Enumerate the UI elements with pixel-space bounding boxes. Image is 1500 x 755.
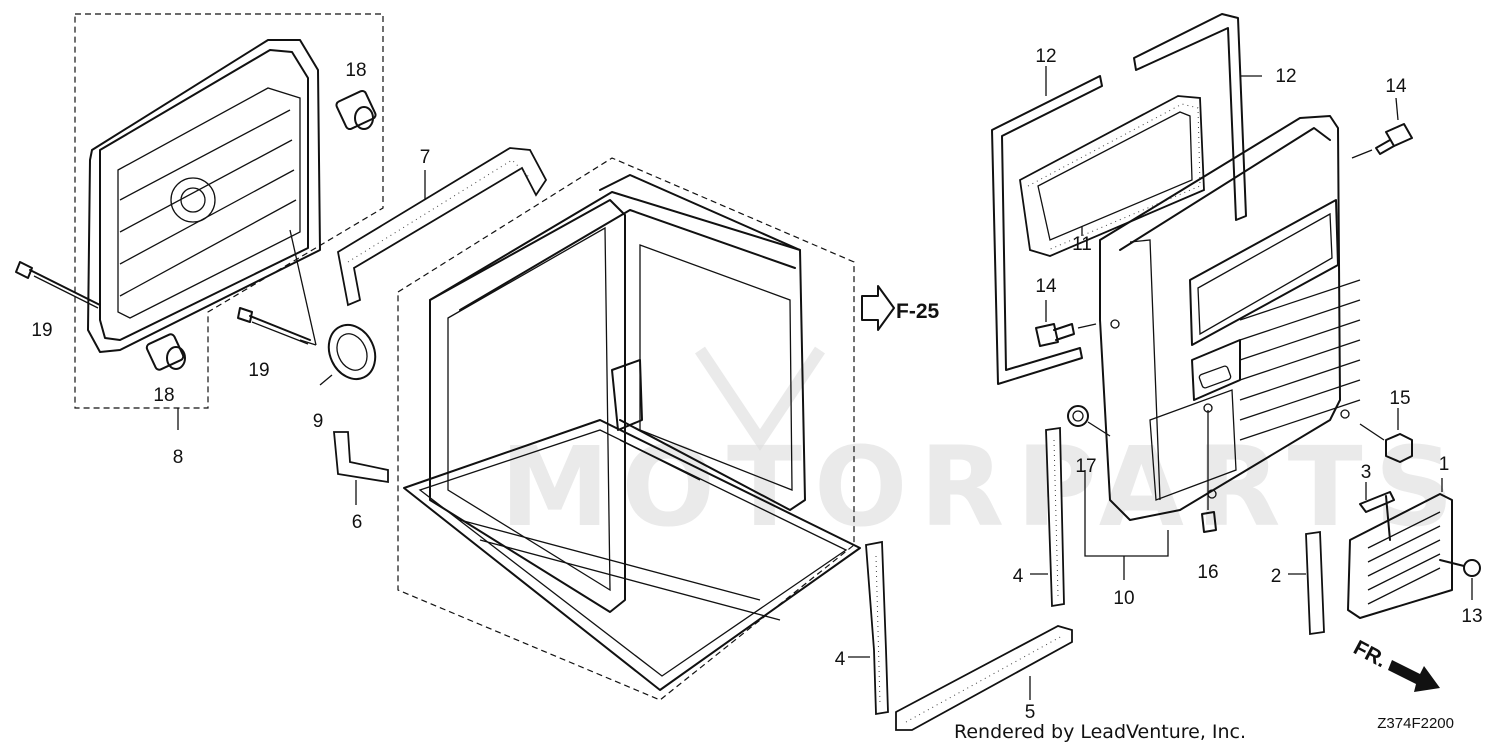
reference-arrow: F-25 (861, 285, 940, 331)
part-7-strip (336, 147, 548, 307)
direction-label: FR. (1350, 636, 1391, 672)
part-15-nut (1359, 408, 1413, 463)
callout-3: 3 (1361, 462, 1372, 483)
callout-11: 11 (1072, 234, 1092, 255)
callout-13: 13 (1461, 606, 1482, 627)
callout-4-left: 4 (835, 649, 846, 670)
callout-14-top: 14 (1385, 76, 1407, 97)
svg-text:MOTORPARTS: MOTORPARTS (500, 423, 1466, 551)
callout-17: 17 (1075, 456, 1096, 477)
callout-15: 15 (1389, 388, 1410, 409)
part-3-bracket (1359, 482, 1395, 541)
part-17-grommet (1067, 405, 1111, 437)
part-1-small-cover (1347, 478, 1453, 619)
part-6-seal (333, 431, 389, 505)
callout-16: 16 (1197, 562, 1218, 583)
callout-10: 10 (1113, 588, 1134, 609)
reference-label: F-25 (896, 300, 940, 323)
callout-5: 5 (1025, 702, 1036, 723)
callout-7: 7 (420, 147, 431, 168)
part-10-front-panel (1084, 115, 1361, 580)
callout-12-left: 12 (1035, 46, 1056, 67)
part-13-screw (1439, 559, 1481, 600)
watermark: MOTORPARTS (500, 346, 1466, 551)
part-2-strip (1288, 530, 1325, 636)
callout-9: 9 (313, 411, 324, 432)
callout-12-right: 12 (1275, 66, 1296, 87)
part-16-clip (1201, 410, 1217, 533)
callout-19-left: 19 (31, 320, 52, 341)
front-direction-arrow: FR. (1350, 636, 1440, 692)
diagram-code: Z374F2200 (1377, 715, 1454, 732)
credit-text: Rendered by LeadVenture, Inc. (954, 721, 1246, 743)
callout-6: 6 (352, 512, 363, 533)
part-4-strip-right (1030, 426, 1065, 608)
callout-14-left: 14 (1035, 276, 1057, 297)
callout-2: 2 (1271, 566, 1282, 587)
callout-18-top: 18 (345, 60, 366, 81)
callout-19-right: 19 (248, 360, 269, 381)
callout-8: 8 (173, 447, 184, 468)
part-14-bolts (1035, 97, 1413, 347)
main-frame (397, 157, 861, 701)
part-9-grommet (319, 323, 377, 386)
part-19-bolts (15, 229, 317, 346)
part-8-side-cover (74, 13, 384, 430)
callout-18-bottom: 18 (153, 385, 174, 406)
part-11-12-gaskets (991, 13, 1262, 385)
part-4-5-strips (848, 540, 1073, 731)
callout-labels: 1 2 3 4 4 5 6 7 8 9 10 11 12 12 13 14 14… (31, 46, 1482, 723)
callout-4-right: 4 (1013, 566, 1024, 587)
callout-1: 1 (1439, 454, 1450, 475)
